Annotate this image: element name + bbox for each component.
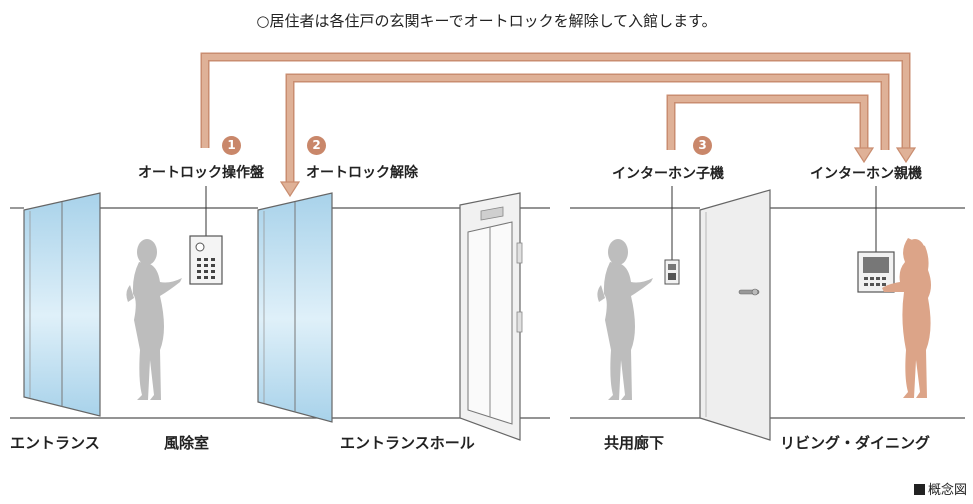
sub-intercom <box>664 186 680 285</box>
room-corridor: 共用廊下 <box>604 434 665 452</box>
arrowhead-master-inner <box>853 147 875 164</box>
arrowhead-master-outer <box>895 147 917 164</box>
master-intercom <box>857 186 895 293</box>
concept-note: 概念図 <box>913 479 967 498</box>
arrowhead-release <box>279 181 301 198</box>
square-icon <box>913 484 925 495</box>
visitor-silhouette-corridor <box>597 239 653 400</box>
room-living: リビング・ダイニング <box>780 434 931 452</box>
concept-note-text: 概念図 <box>927 483 967 498</box>
visitor-silhouette-windbreak <box>126 239 182 400</box>
entrance-glass-door <box>23 192 101 417</box>
step-badge-2: 2 <box>307 136 326 155</box>
caption: ○居住者は各住戸の玄関キーでオートロックを解除して入館します。 <box>256 12 717 30</box>
label-sub-intercom: インターホン子機 <box>612 166 724 182</box>
resident-silhouette <box>882 238 931 398</box>
label-master-intercom: インターホン親機 <box>810 166 922 182</box>
apartment-door <box>699 189 771 441</box>
elevator <box>459 192 523 441</box>
label-autolock-release: オートロック解除 <box>306 165 418 181</box>
flow-arrows <box>200 52 917 198</box>
step-badge-1: 1 <box>222 136 241 155</box>
autolock-panel <box>189 186 223 285</box>
autolock-glass-door <box>257 192 333 423</box>
room-entrance: エントランス <box>10 434 100 452</box>
label-autolock-panel: オートロック操作盤 <box>138 165 264 181</box>
room-windbreak: 風除室 <box>164 434 210 452</box>
step-badge-3: 3 <box>693 136 712 155</box>
room-entrance-hall: エントランスホール <box>340 434 475 452</box>
